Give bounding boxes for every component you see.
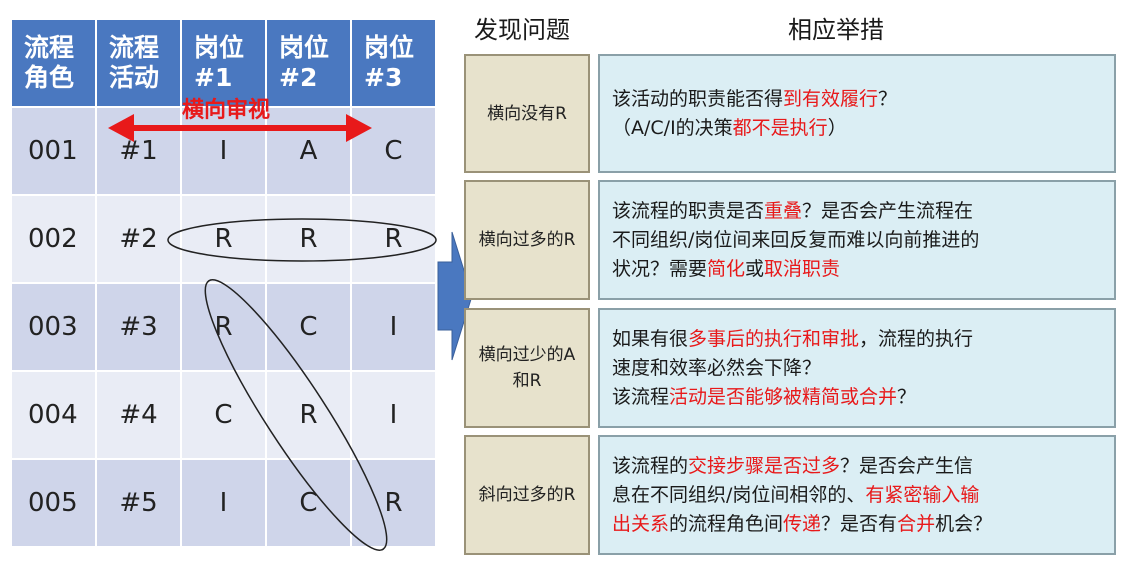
plain-text: 息在不同组织/岗位间相邻的、 [612,483,866,506]
column-head-problem: 发现问题 [474,16,570,44]
highlight-text: 出关系 [612,512,670,535]
cell-activity: #2 [97,196,182,284]
highlight-text: 合并 [897,512,936,535]
cell-pos3: I [352,372,437,460]
plain-text: ？ [878,87,898,110]
problem-box-4: 斜向过多的R [464,435,590,555]
header-position-3: 岗位#3 [352,20,437,108]
cell-role: 002 [12,196,97,284]
cell-pos3: I [352,284,437,372]
measure-line: 状况？需要简化或取消职责 [612,255,1102,284]
cell-activity: #3 [97,284,182,372]
cell-pos2: A [267,108,352,196]
plain-text: （A/C/I的决策 [612,116,733,139]
highlight-text: 交接步骤是否过多 [688,454,841,477]
highlight-text: 有紧密输入输 [865,483,980,506]
plain-text: ？是否会产生信 [840,454,974,477]
cell-pos2: C [267,460,352,548]
matrix-header-row: 流程角色 流程活动 岗位#1 岗位#2 岗位#3 [12,20,437,108]
plain-text: 该流程的职责是否 [612,199,765,222]
measure-line: （A/C/I的决策都不是执行） [612,114,1102,143]
highlight-text: 取消职责 [764,257,841,280]
plain-text: 或 [745,257,765,280]
cell-activity: #5 [97,460,182,548]
cell-pos1: C [182,372,267,460]
plain-text: 机会？ [935,512,993,535]
cell-role: 004 [12,372,97,460]
header-process-activity: 流程活动 [97,20,182,108]
measure-line: 速度和效率必然会下降？ [612,354,1102,383]
measure-line: 该流程的职责是否重叠？是否会产生流程在 [612,197,1102,226]
highlight-text: 活动是否能够被精简或合并 [669,385,898,408]
plain-text: 该流程的 [612,454,689,477]
measure-line: 出关系的流程角色间传递？是否有合并机会？ [612,510,1102,539]
highlight-text: 到有效履行 [783,87,879,110]
problem-box-1: 横向没有R [464,54,590,173]
plain-text: 该活动的职责能否得 [612,87,784,110]
plain-text: ） [827,116,847,139]
measure-line: 该流程的交接步骤是否过多？是否会产生信 [612,452,1102,481]
measure-text: 该流程的职责是否重叠？是否会产生流程在不同组织/岗位间来回反复而难以向前推进的状… [612,197,1102,284]
plain-text: ，流程的执行 [859,327,974,350]
plain-text: ？ [897,385,917,408]
measure-line: 该活动的职责能否得到有效履行？ [612,85,1102,114]
plain-text: ？是否会产生流程在 [802,199,974,222]
cell-pos2: R [267,372,352,460]
plain-text: 该流程 [612,385,670,408]
highlight-text: 传递 [783,512,822,535]
highlight-text: 简化 [707,257,746,280]
measure-text: 如果有很多事后的执行和审批，流程的执行速度和效率必然会下降？该流程活动是否能够被… [612,325,1102,412]
plain-text: 不同组织/岗位间来回反复而难以向前推进的 [612,228,980,251]
cell-pos3: R [352,196,437,284]
horizontal-review-label: 横向审视 [182,98,271,123]
table-row: 005 #5 I C R [12,460,437,548]
plain-text: 速度和效率必然会下降？ [612,356,822,379]
cell-pos2: C [267,284,352,372]
measure-box-4: 该流程的交接步骤是否过多？是否会产生信息在不同组织/岗位间相邻的、有紧密输入输出… [598,435,1116,555]
cell-pos1: R [182,196,267,284]
header-process-role: 流程角色 [12,20,97,108]
cell-pos1: R [182,284,267,372]
problem-box-3: 横向过少的A和R [464,308,590,428]
cell-pos1: I [182,108,267,196]
highlight-text: 重叠 [764,199,803,222]
cell-pos3: R [352,460,437,548]
measure-box-1: 该活动的职责能否得到有效履行？（A/C/I的决策都不是执行） [598,54,1116,173]
cell-activity: #1 [97,108,182,196]
problem-box-2: 横向过多的R [464,180,590,300]
measure-line: 该流程活动是否能够被精简或合并？ [612,383,1102,412]
measure-line: 如果有很多事后的执行和审批，流程的执行 [612,325,1102,354]
header-position-2: 岗位#2 [267,20,352,108]
plain-text: 的流程角色间 [669,512,784,535]
highlight-text: 都不是执行 [732,116,828,139]
measure-line: 息在不同组织/岗位间相邻的、有紧密输入输 [612,481,1102,510]
cell-role: 005 [12,460,97,548]
table-row: 004 #4 C R I [12,372,437,460]
table-row: 003 #3 R C I [12,284,437,372]
cell-pos2: R [267,196,352,284]
measure-text: 该流程的交接步骤是否过多？是否会产生信息在不同组织/岗位间相邻的、有紧密输入输出… [612,452,1102,539]
plain-text: 状况？需要 [612,257,708,280]
measure-line: 不同组织/岗位间来回反复而难以向前推进的 [612,226,1102,255]
header-position-1: 岗位#1 [182,20,267,108]
measure-text: 该活动的职责能否得到有效履行？（A/C/I的决策都不是执行） [612,85,1102,143]
cell-role: 003 [12,284,97,372]
plain-text: 如果有很 [612,327,689,350]
column-head-measure: 相应举措 [788,16,884,44]
cell-role: 001 [12,108,97,196]
cell-pos1: I [182,460,267,548]
measure-box-3: 如果有很多事后的执行和审批，流程的执行速度和效率必然会下降？该流程活动是否能够被… [598,308,1116,428]
cell-activity: #4 [97,372,182,460]
highlight-text: 多事后的执行和审批 [688,327,860,350]
cell-pos3: C [352,108,437,196]
plain-text: ？是否有 [821,512,898,535]
measure-box-2: 该流程的职责是否重叠？是否会产生流程在不同组织/岗位间来回反复而难以向前推进的状… [598,180,1116,300]
table-row: 002 #2 R R R [12,196,437,284]
